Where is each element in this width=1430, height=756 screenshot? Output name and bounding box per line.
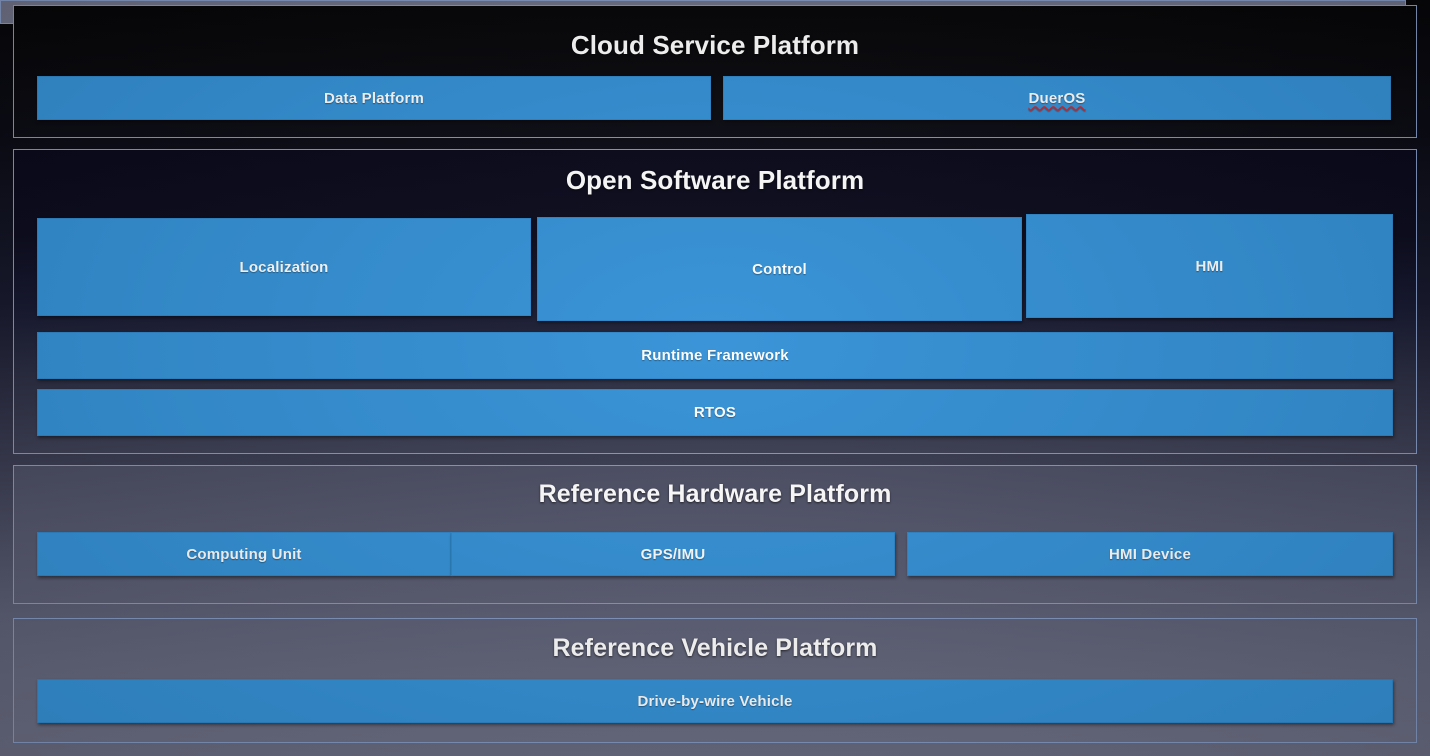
layer-reference-hardware-platform: Reference Hardware Platform Computing Un… bbox=[13, 465, 1417, 604]
block-computing-unit[interactable]: Computing Unit bbox=[37, 532, 451, 576]
block-label-control: Control bbox=[752, 260, 807, 278]
block-label-runtime-framework: Runtime Framework bbox=[641, 347, 789, 364]
block-dueros[interactable]: DuerOS bbox=[723, 76, 1391, 120]
layer-title-open-software-platform: Open Software Platform bbox=[565, 165, 865, 195]
layer-open-software-platform: Open Software Platform Localization Cont… bbox=[13, 149, 1417, 454]
block-label-dueros: DuerOS bbox=[1028, 89, 1086, 107]
block-localization[interactable]: Localization bbox=[37, 218, 531, 316]
block-data-platform[interactable]: Data Platform bbox=[37, 76, 711, 120]
layer-title-reference-vehicle-platform: Reference Vehicle Platform bbox=[552, 634, 878, 662]
layer-title-cloud-service-platform: Cloud Service Platform bbox=[570, 30, 860, 60]
block-label-computing-unit: Computing Unit bbox=[186, 545, 302, 563]
layer-cloud-service-platform: Cloud Service Platform Data Platform Due… bbox=[13, 5, 1417, 138]
block-hmi-device[interactable]: HMI Device bbox=[907, 532, 1393, 576]
block-label-data-platform: Data Platform bbox=[323, 89, 425, 107]
block-control[interactable]: Control bbox=[537, 217, 1022, 321]
block-rtos[interactable]: RTOS bbox=[37, 389, 1393, 436]
block-runtime-framework[interactable]: Runtime Framework bbox=[37, 332, 1393, 379]
block-label-hmi-device: HMI Device bbox=[1108, 545, 1192, 563]
block-hmi[interactable]: HMI bbox=[1026, 214, 1393, 318]
block-label-hmi: HMI bbox=[1195, 257, 1224, 275]
block-gps-imu[interactable]: GPS/IMU bbox=[451, 532, 895, 576]
block-label-rtos: RTOS bbox=[693, 404, 737, 421]
block-drive-by-wire-vehicle[interactable]: Drive-by-wire Vehicle bbox=[37, 679, 1393, 723]
layer-title-reference-hardware-platform: Reference Hardware Platform bbox=[538, 480, 892, 508]
layer-reference-vehicle-platform: Reference Vehicle Platform Drive-by-wire… bbox=[13, 618, 1417, 743]
block-label-gps-imu: GPS/IMU bbox=[640, 545, 706, 563]
block-label-localization: Localization bbox=[239, 258, 329, 276]
block-label-drive-by-wire-vehicle: Drive-by-wire Vehicle bbox=[637, 692, 793, 710]
